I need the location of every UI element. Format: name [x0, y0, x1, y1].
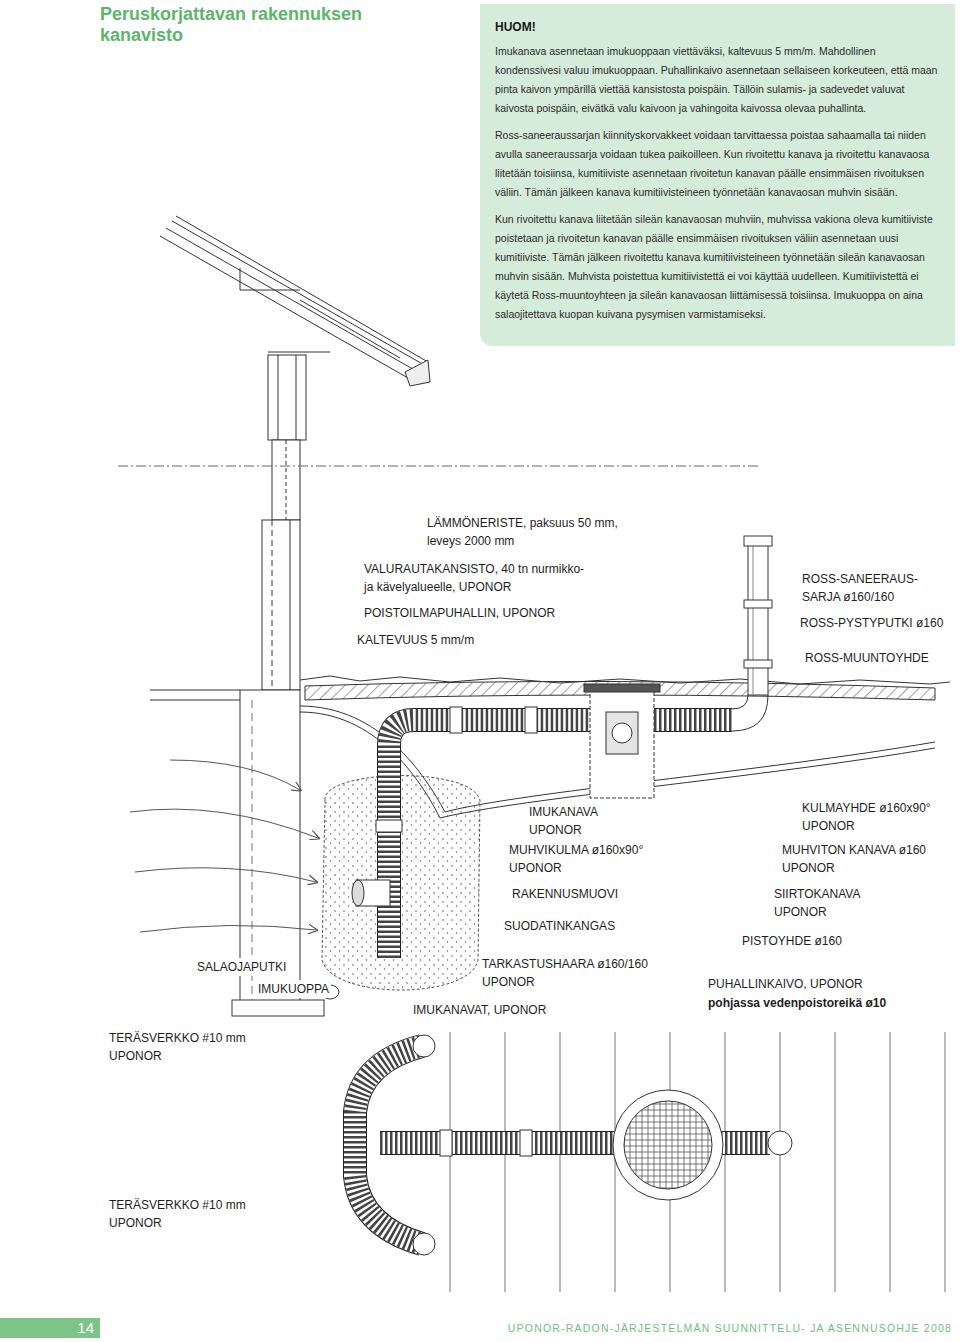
part-label: TERÄSVERKKO #10 mm UPONOR: [107, 1029, 261, 1065]
part-label: PISTOYHDE ø160: [740, 932, 844, 950]
part-label: ROSS-PYSTYPUTKI ø160: [798, 614, 945, 632]
part-label: KULMAYHDE ø160x90° UPONOR: [800, 799, 944, 835]
note-paragraph: Kun rivoitettu kanava liitetään sileän k…: [495, 210, 943, 324]
dimension-label: KALTEVUUS 5 mm/m: [355, 631, 476, 649]
note-paragraph: Ross-saneeraussarjan kiinnityskorvakkeet…: [495, 126, 943, 202]
note-box: HUOM! Imukanava asennetaan imukuoppaan vi…: [480, 4, 955, 346]
part-label: POISTOILMAPUHALLIN, UPONOR: [362, 604, 557, 622]
part-label: TERÄSVERKKO #10 mm UPONOR: [107, 1196, 261, 1232]
page-number-box: 14: [0, 1318, 100, 1338]
part-label: LÄMMÖNERISTE, paksuus 50 mm, leveys 2000…: [425, 514, 629, 550]
part-label: SALAOJAPUTKI: [195, 958, 288, 976]
part-label: PUHALLINKAIVO, UPONOR: [706, 975, 865, 993]
page-title: Peruskorjattavan rakennuksen kanavisto: [100, 4, 400, 46]
part-label: MUHVITON KANAVA ø160 UPONOR: [780, 841, 952, 877]
footer-text: UPONOR-RADON-JÄRJESTELMÄN SUUNNITTELU- J…: [508, 1320, 952, 1336]
part-label: RAKENNUSMUOVI: [510, 885, 620, 903]
note-heading: HUOM!: [495, 18, 943, 36]
part-label: SIIRTOKANAVA UPONOR: [772, 885, 884, 921]
part-label: IMUKANAVA UPONOR: [527, 803, 621, 839]
part-label: MUHVIKULMA ø160x90° UPONOR: [507, 841, 661, 877]
part-label: IMUKUOPPA: [256, 980, 331, 998]
part-label: ROSS-SANEERAUS- SARJA ø160/160: [800, 570, 939, 606]
part-label: ROSS-MUUNTOYHDE: [803, 649, 931, 667]
page-number: 14: [77, 1319, 94, 1337]
note-label: pohjassa vedenpoistoreikä ø10: [706, 994, 888, 1012]
part-label: IMUKANAVAT, UPONOR: [411, 1001, 548, 1019]
part-label: SUODATINKANGAS: [502, 917, 617, 935]
part-label: VALURAUTAKANSISTO, 40 tn nurmikko- ja kä…: [362, 560, 596, 596]
note-paragraph: Imukanava asennetaan imukuoppaan viettäv…: [495, 42, 943, 118]
part-label: TARKASTUSHAARA ø160/160 UPONOR: [480, 955, 666, 991]
